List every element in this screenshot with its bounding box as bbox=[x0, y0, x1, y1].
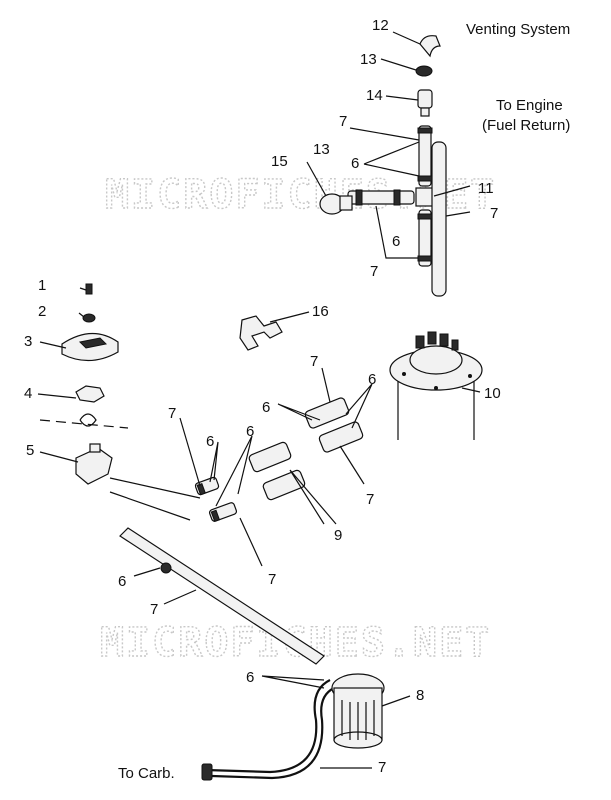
callout-6-left: 6 bbox=[206, 433, 214, 450]
fuel-lines bbox=[109, 397, 364, 781]
note-to-carb: To Carb. bbox=[118, 765, 175, 782]
callout-14: 14 bbox=[366, 87, 383, 104]
callout-7-vent-top: 7 bbox=[339, 113, 347, 130]
callout-7-vent-bottom: 7 bbox=[370, 263, 378, 280]
callout-6-filter-inlet: 6 bbox=[246, 669, 254, 686]
callout-7-return: 7 bbox=[490, 205, 498, 222]
leader-lines bbox=[37, 31, 481, 769]
callout-labels: 12 13 14 7 13 6 15 11 7 6 7 16 10 1 2 3 … bbox=[24, 17, 501, 776]
check-valve-top bbox=[415, 65, 433, 77]
callout-6-filter: 6 bbox=[262, 399, 270, 416]
callout-7-main: 7 bbox=[150, 601, 158, 618]
hose-clip bbox=[239, 315, 283, 351]
callout-6-vent-top: 6 bbox=[351, 155, 359, 172]
carb-line bbox=[205, 679, 331, 774]
clamp-lower-2 bbox=[417, 255, 433, 262]
callout-11: 11 bbox=[478, 180, 494, 197]
vent-hose-upper bbox=[418, 125, 432, 187]
vent-hose-lower bbox=[418, 209, 432, 267]
callout-7-filter: 7 bbox=[310, 353, 318, 370]
venting-assembly bbox=[319, 35, 447, 297]
inline-filter-4 bbox=[318, 421, 364, 453]
callout-10: 10 bbox=[484, 385, 501, 402]
callout-1: 1 bbox=[38, 277, 46, 294]
sender-terminal-4 bbox=[451, 339, 459, 351]
callout-7-carb: 7 bbox=[378, 759, 386, 776]
callout-5: 5 bbox=[26, 442, 34, 459]
sender-cap bbox=[409, 345, 463, 375]
callout-6-right: 6 bbox=[368, 371, 376, 388]
note-venting-system: Venting System bbox=[466, 21, 570, 38]
callout-4: 4 bbox=[24, 385, 32, 402]
vent-elbow bbox=[419, 35, 441, 58]
callout-13-middle: 13 bbox=[313, 141, 330, 158]
callout-6-vent-bottom: 6 bbox=[392, 233, 400, 250]
callout-9: 9 bbox=[334, 527, 342, 544]
callout-8: 8 bbox=[416, 687, 424, 704]
note-to-engine: To Engine bbox=[496, 97, 563, 114]
callout-15: 15 bbox=[271, 153, 288, 170]
vent-tee bbox=[415, 187, 435, 207]
main-fuel-line bbox=[119, 527, 325, 665]
clamp-upper-2 bbox=[417, 175, 433, 182]
inline-filter-1 bbox=[248, 441, 292, 473]
sender-terminal-2 bbox=[427, 331, 437, 345]
callout-13-top: 13 bbox=[360, 51, 377, 68]
clamp-lower-1 bbox=[417, 213, 433, 220]
clamp-upper-1 bbox=[417, 127, 433, 134]
sender-terminal-1 bbox=[415, 335, 425, 349]
screw bbox=[85, 283, 93, 295]
vent-fitting bbox=[417, 89, 433, 109]
fuel-filter bbox=[331, 673, 385, 749]
fuel-valve bbox=[75, 447, 113, 485]
callout-7-right: 7 bbox=[366, 491, 374, 508]
callout-7-bottom-center: 7 bbox=[268, 571, 276, 588]
shutoff-nut bbox=[75, 385, 105, 403]
rollover-valve-neck bbox=[339, 195, 353, 211]
fuel-valve-neck bbox=[89, 443, 101, 453]
fuel-return-line bbox=[431, 141, 447, 297]
callout-6-center: 6 bbox=[246, 423, 254, 440]
vent-fitting-neck bbox=[420, 107, 430, 117]
shutoff-assembly bbox=[39, 283, 129, 485]
note-fuel-return: (Fuel Return) bbox=[482, 117, 570, 134]
callout-12: 12 bbox=[372, 17, 389, 34]
callout-7-left: 7 bbox=[168, 405, 176, 422]
callout-6-main: 6 bbox=[118, 573, 126, 590]
fuel-sender-unit bbox=[389, 331, 483, 440]
callout-3: 3 bbox=[24, 333, 32, 350]
callout-2: 2 bbox=[38, 303, 46, 320]
washer bbox=[82, 313, 96, 323]
inline-filter-3 bbox=[304, 397, 350, 429]
callout-16: 16 bbox=[312, 303, 329, 320]
clamp-horizontal-2 bbox=[393, 189, 401, 206]
clamp-horizontal-1 bbox=[355, 189, 363, 206]
sender-terminal-3 bbox=[439, 333, 449, 347]
